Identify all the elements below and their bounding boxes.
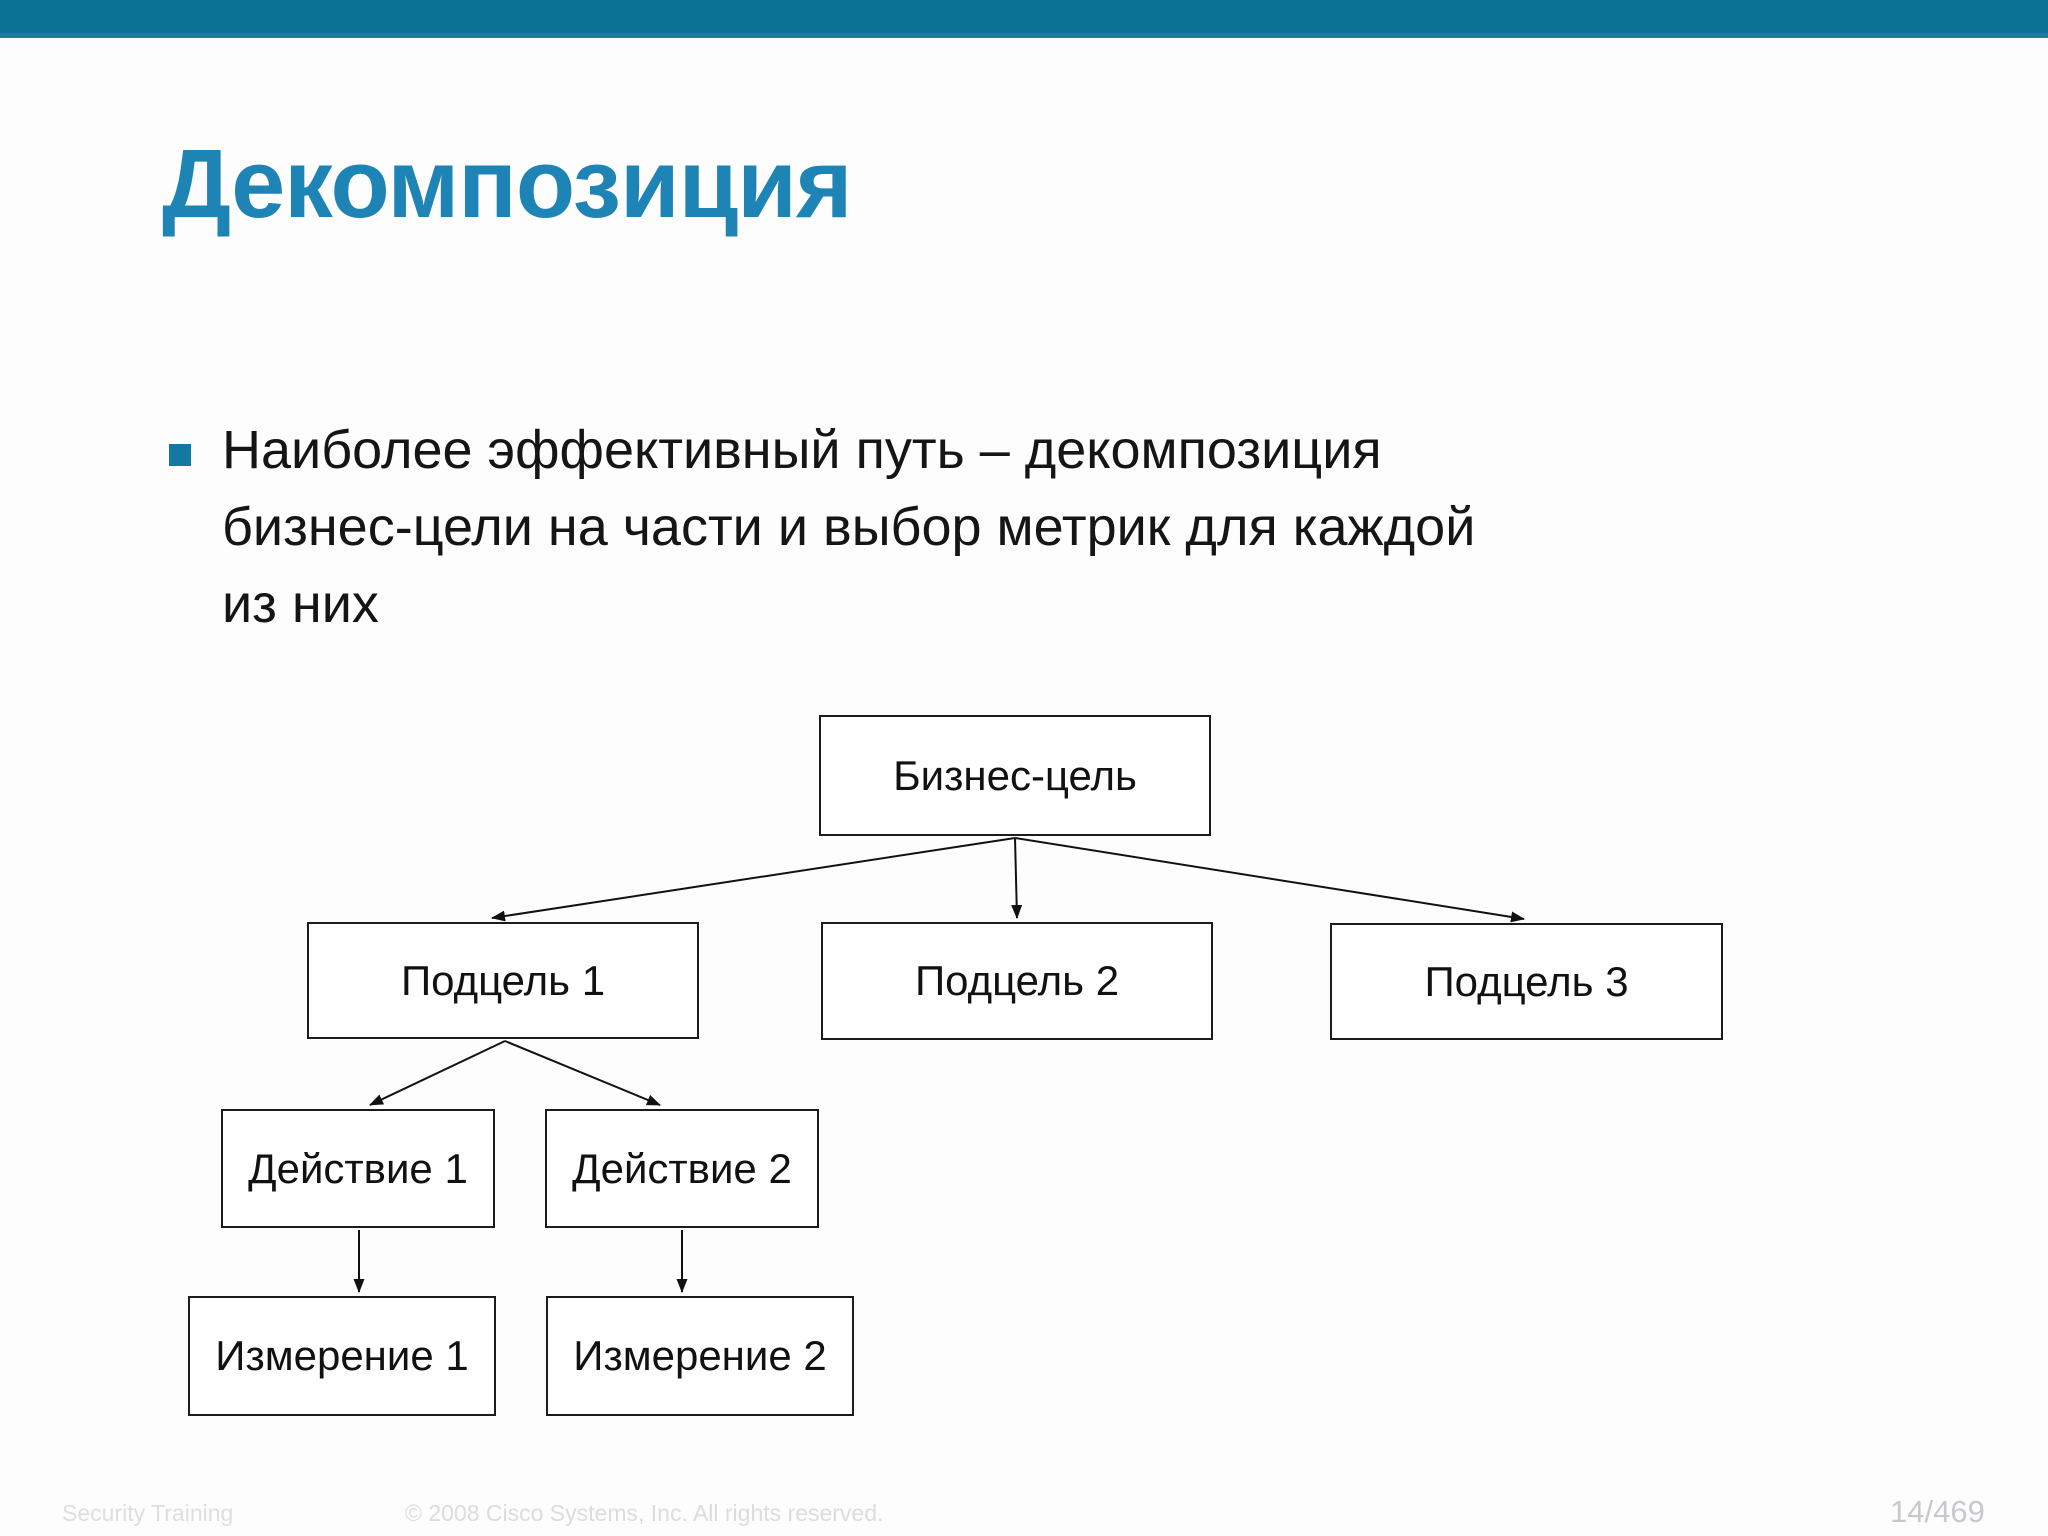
diagram-node-subgoal-1: Подцель 1	[307, 922, 699, 1039]
footer-course-name: Security Training	[62, 1500, 234, 1526]
footer-copyright: © 2008 Cisco Systems, Inc. All rights re…	[405, 1500, 884, 1526]
diagram-node-label: Подцель 1	[400, 956, 606, 1004]
bullet-text-line: Наиболее эффективный путь – декомпозиция	[222, 420, 1382, 480]
diagram-node-action-1: Действие 1	[221, 1109, 495, 1228]
diagram-node-label: Измерение 2	[573, 1332, 827, 1379]
arrow-business-to-sub2	[1011, 837, 1023, 919]
bullet-item: Наиболее эффективный путь – декомпозиция…	[169, 412, 1589, 643]
bullet-text: Наиболее эффективный путь – декомпозиция…	[222, 412, 1589, 643]
top-accent-bar	[0, 0, 2048, 38]
diagram-node-label: Подцель 3	[1424, 957, 1629, 1005]
diagram-node-label: Измерение 1	[215, 1332, 469, 1379]
slide-title: Декомпозиция	[162, 129, 852, 238]
arrow-sub1-to-act1	[369, 1040, 506, 1106]
diagram-node-label: Подцель 2	[914, 957, 1120, 1004]
bullet-text-line: бизнес-цели на части и выбор метрик для …	[222, 497, 1476, 557]
diagram-node-measurement-1: Измерение 1	[188, 1296, 496, 1416]
diagram-node-label: Действие 1	[248, 1144, 468, 1192]
diagram-node-measurement-2: Измерение 2	[546, 1296, 854, 1416]
arrow-business-to-sub1	[491, 837, 1016, 922]
bullet-text-line: из них	[222, 574, 379, 634]
diagram-node-action-2: Действие 2	[545, 1109, 819, 1228]
diagram-node-business-goal: Бизнес-цель	[819, 715, 1211, 836]
arrow-sub1-to-act2	[504, 1040, 661, 1106]
diagram-node-subgoal-3: Подцель 3	[1330, 923, 1723, 1040]
diagram-node-label: Бизнес-цель	[893, 751, 1137, 799]
diagram-node-label: Действие 2	[572, 1144, 792, 1192]
footer-page-number: 14/469	[1890, 1494, 1985, 1529]
arrow-business-to-sub3	[1014, 837, 1525, 923]
bullet-square-icon	[169, 444, 191, 466]
diagram-node-subgoal-2: Подцель 2	[821, 922, 1213, 1040]
